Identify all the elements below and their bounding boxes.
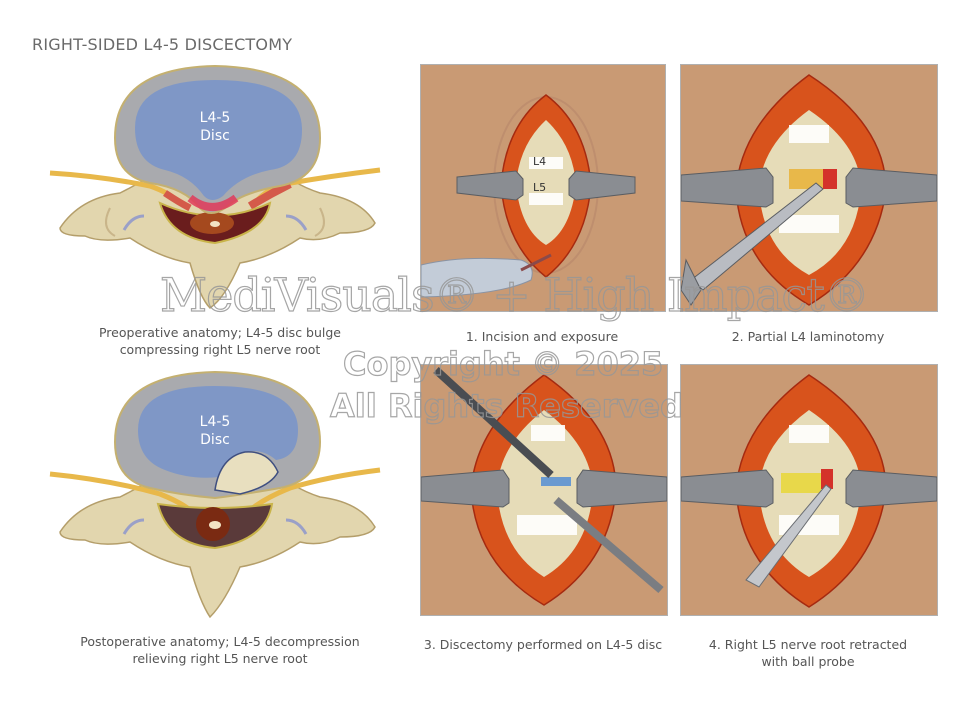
step-3-caption: 3. Discectomy performed on L4-5 disc	[420, 636, 666, 653]
disc-label-line2: Disc	[200, 432, 230, 448]
disc-label-line2: Disc	[200, 128, 230, 144]
caption-line: Preoperative anatomy; L4-5 disc bulge	[98, 325, 341, 340]
caption-line: 3. Discectomy performed on L4-5 disc	[423, 637, 663, 652]
preoperative-caption: Preoperative anatomy; L4-5 disc bulge co…	[60, 324, 380, 358]
step-2-caption: 2. Partial L4 laminotomy	[680, 328, 936, 345]
step-2-panel	[680, 64, 938, 312]
caption-line: 1. Incision and exposure	[465, 329, 619, 344]
caption-line: 2. Partial L4 laminotomy	[731, 329, 885, 344]
step-1-caption: 1. Incision and exposure	[420, 328, 664, 345]
caption-line: 4. Right L5 nerve root retracted	[708, 637, 908, 652]
caption-line: compressing right L5 nerve root	[119, 342, 321, 357]
caption-line: Postoperative anatomy; L4-5 decompressio…	[80, 634, 360, 649]
l4-label: L4	[533, 155, 546, 168]
caption-line: relieving right L5 nerve root	[132, 651, 308, 666]
l5-label: L5	[533, 181, 546, 194]
preoperative-anatomy-illustration: L4-5 Disc	[40, 58, 390, 318]
postoperative-caption: Postoperative anatomy; L4-5 decompressio…	[50, 633, 390, 667]
step-4-panel	[680, 364, 938, 616]
disc-label-line1: L4-5	[200, 414, 231, 430]
step-1-panel: L4 L5	[420, 64, 666, 312]
step-3-panel	[420, 364, 668, 616]
step-4-caption: 4. Right L5 nerve root retracted with ba…	[680, 636, 936, 670]
page-title: RIGHT-SIDED L4-5 DISCECTOMY	[32, 35, 293, 54]
postoperative-anatomy-illustration: L4-5 Disc	[40, 362, 390, 624]
disc-label-line1: L4-5	[200, 110, 231, 126]
caption-line: with ball probe	[761, 654, 855, 669]
